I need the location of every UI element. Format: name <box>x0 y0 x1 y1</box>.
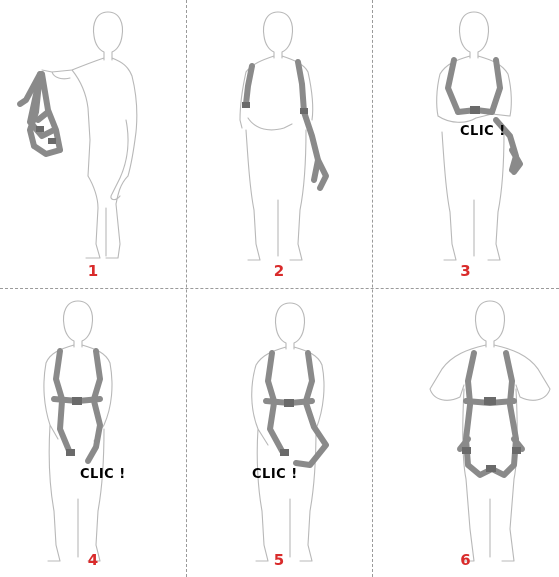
person-chest-buckle-figure <box>372 0 559 288</box>
person-outline <box>252 303 324 561</box>
step-number: 3 <box>372 262 559 280</box>
person-harness-fitted-figure <box>372 289 559 577</box>
step-panel-3: CLIC ! 3 <box>372 0 559 288</box>
clic-label: CLIC ! <box>80 467 126 482</box>
person-right-leg-buckle-figure <box>186 289 372 577</box>
step-number: 6 <box>372 551 559 569</box>
step-number: 4 <box>0 551 186 569</box>
person-holding-harness-figure <box>0 0 186 288</box>
leg-buckle <box>280 449 289 456</box>
step-panel-5: CLIC ! 5 <box>186 289 372 577</box>
step-panel-4: CLIC ! 4 <box>0 289 186 577</box>
leg-buckle <box>66 449 75 456</box>
person-outline <box>240 12 313 260</box>
clic-label: CLIC ! <box>460 124 506 139</box>
step-panel-2: 2 <box>186 0 372 288</box>
harness-straps <box>54 351 100 461</box>
clic-label: CLIC ! <box>252 467 298 482</box>
step-number: 2 <box>186 262 372 280</box>
chest-buckle <box>470 106 480 114</box>
step-number: 5 <box>186 551 372 569</box>
harness-straps <box>266 353 326 465</box>
person-outline <box>430 301 550 561</box>
step-number: 1 <box>0 262 186 280</box>
harness-straps <box>460 353 522 475</box>
step-panel-1: 1 <box>0 0 186 288</box>
person-left-leg-buckle-figure <box>0 289 186 577</box>
step-panel-6: 6 <box>372 289 559 577</box>
harness-bundle <box>20 74 60 154</box>
person-shoulder-straps-figure <box>186 0 372 288</box>
